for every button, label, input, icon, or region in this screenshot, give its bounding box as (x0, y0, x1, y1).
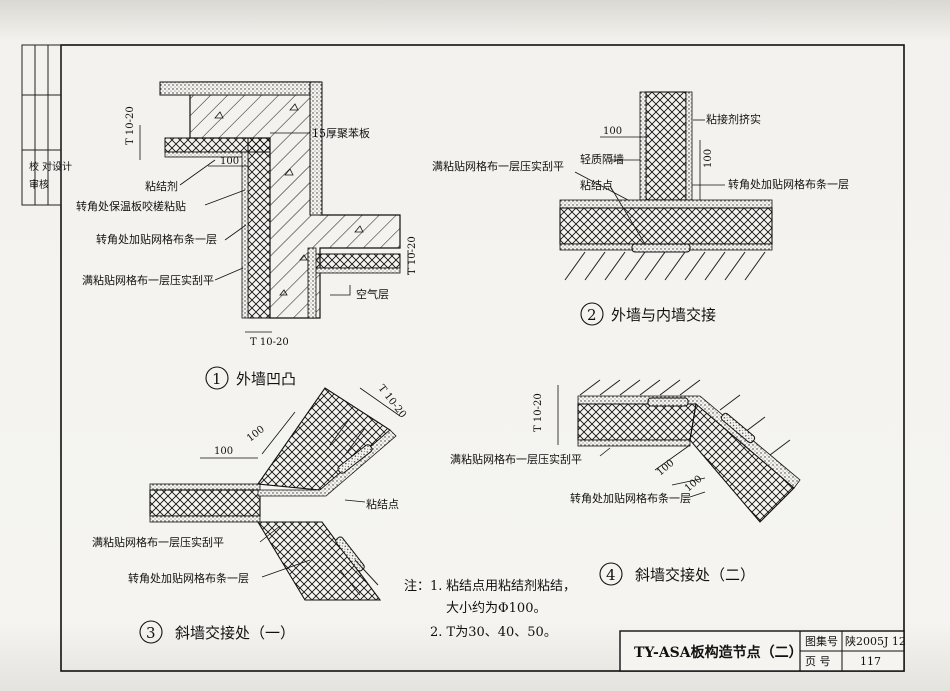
d1-t-right-label: T 10-20 (407, 236, 418, 275)
atlas-number-label: 图集号 (805, 634, 838, 648)
d1-full-mesh-label: 满粘贴网格布一层压实刮平 (82, 273, 214, 287)
d4-dim100a: 100 (655, 458, 677, 479)
side-stamp: 校 对 设计 审核 (21, 44, 72, 206)
d3-dim100b: 100 (245, 424, 267, 444)
d2-number: 2 (587, 306, 597, 324)
stamp-design: 设计 (52, 160, 72, 173)
d4-corner-mesh-label: 转角处加贴网格布条一层 (570, 491, 691, 505)
d3-corner-mesh-label: 转角处加贴网格布条一层 (128, 571, 249, 585)
d4-caption: 斜墙交接处（二） (635, 566, 755, 584)
stamp-proof: 对 (42, 160, 52, 173)
d3-number: 3 (146, 624, 156, 642)
d1-t-bottom-label: T 10-20 (250, 337, 289, 348)
d2-dim100: 100 (603, 126, 622, 137)
d3-dim100a: 100 (214, 446, 233, 457)
d2-light-wall-label: 轻质隔墙 (580, 152, 624, 166)
title-block (619, 630, 905, 672)
detail-3-oblique-junction-1 (149, 387, 401, 601)
d1-air-label: 空气层 (356, 287, 389, 301)
d4-number: 4 (606, 566, 616, 584)
d4-t-label: T 10-20 (533, 393, 544, 432)
d2-corner-mesh-label: 转角处加贴网格布条一层 (728, 177, 849, 191)
d3-spot-label: 粘结点 (366, 497, 399, 511)
sheet-frame (60, 44, 905, 672)
d4-full-mesh-label: 满粘贴网格布一层压实刮平 (450, 452, 582, 466)
detail-2-wall-junction (559, 91, 773, 281)
title-block-title: TY-ASA板构造节点（二） (634, 644, 803, 661)
d1-corner-mesh-label: 转角处加贴网格布条一层 (96, 232, 217, 246)
stamp-check: 校 (29, 160, 39, 173)
d1-corner-bond-label: 转角处保温板咬槎粘贴 (76, 199, 186, 213)
d2-fill-label: 粘接剂挤实 (706, 112, 761, 126)
d2-caption: 外墙与内墙交接 (611, 306, 716, 324)
d3-caption: 斜墙交接处（一） (175, 624, 295, 642)
notes-line2: 大小约为Φ100。 (446, 601, 546, 616)
notes-prefix: 注：1. (404, 579, 442, 594)
d1-caption: 外墙凹凸 (236, 370, 296, 388)
d3-full-mesh-label: 满粘贴网格布一层压实刮平 (92, 535, 224, 549)
page-number-value: 117 (860, 655, 881, 668)
d3-t-label: T 10-20 (376, 383, 408, 420)
d2-spot-label: 粘结点 (580, 178, 613, 192)
page-number-label: 页 号 (805, 655, 831, 668)
d1-t-top-label: T 10-20 (125, 106, 136, 145)
d1-adhesive-label: 粘结剂 (145, 179, 178, 193)
notes-line3: 2. T为30、40、50。 (430, 625, 557, 640)
d1-dim100: 100 (220, 156, 239, 167)
detail-1-wall-recess (139, 81, 409, 333)
stamp-review: 审核 (29, 178, 49, 191)
d2-dim100v: 100 (703, 149, 714, 168)
atlas-number-value: 陕2005J 12 (845, 634, 906, 648)
notes-line1: 粘结点用粘结剂粘结， (446, 579, 576, 594)
d1-eps-label: 15厚聚苯板 (312, 126, 370, 140)
detail-4-oblique-junction-2 (557, 379, 801, 523)
d2-full-mesh-label: 满粘贴网格布一层压实刮平 (432, 159, 564, 173)
d1-number: 1 (212, 370, 222, 388)
